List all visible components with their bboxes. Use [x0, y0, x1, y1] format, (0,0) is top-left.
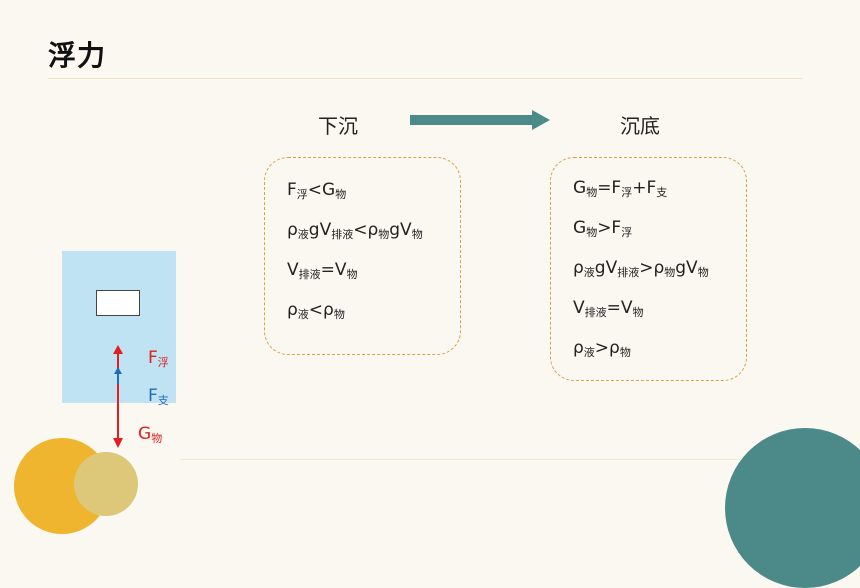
- formula-line: ρ液<ρ物: [287, 300, 345, 321]
- right-arrow-icon: [410, 110, 550, 130]
- formula-line: F浮<G物: [287, 180, 347, 201]
- formula-line: ρ液gV排液<ρ物gV物: [287, 220, 423, 241]
- sinking-formula-box: F浮<G物 ρ液gV排液<ρ物gV物 V排液=V物 ρ液<ρ物: [264, 157, 461, 355]
- formula-line: G物=F浮+F支: [573, 178, 668, 199]
- formula-line: V排液=V物: [287, 260, 358, 281]
- bottom-divider: [180, 459, 740, 460]
- formula-line: ρ液gV排液>ρ物gV物: [573, 258, 709, 279]
- heading-bottomed: 沉底: [620, 114, 660, 138]
- formula-line: G物>F浮: [573, 218, 633, 239]
- submerged-block: [96, 290, 140, 316]
- page-title: 浮力: [48, 39, 107, 72]
- deco-circle-khaki: [74, 452, 138, 516]
- support-label: F支: [148, 386, 169, 407]
- heading-sinking: 下沉: [318, 114, 358, 138]
- formula-line: ρ液>ρ物: [573, 338, 631, 359]
- gravity-label: G物: [138, 424, 163, 445]
- title-divider: [48, 78, 802, 79]
- force-arrows: [113, 345, 123, 448]
- deco-circle-teal: [725, 428, 860, 588]
- buoyancy-arrow-head: [113, 345, 123, 354]
- support-arrow-head: [114, 367, 122, 374]
- buoyancy-label: F浮: [148, 348, 169, 369]
- gravity-arrow-head: [113, 438, 123, 448]
- bottomed-formula-box: G物=F浮+F支 G物>F浮 ρ液gV排液>ρ物gV物 V排液=V物 ρ液>ρ物: [550, 157, 747, 381]
- formula-line: V排液=V物: [573, 298, 644, 319]
